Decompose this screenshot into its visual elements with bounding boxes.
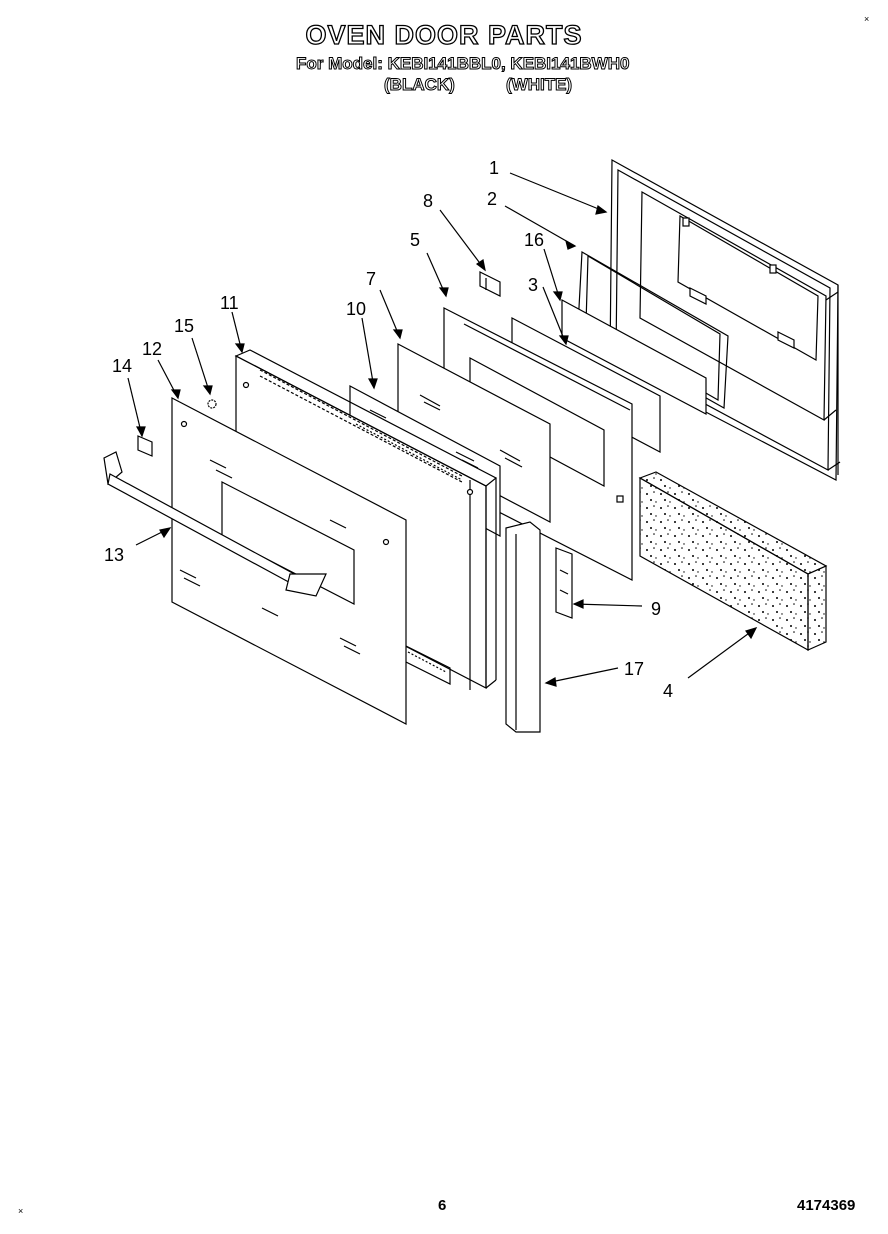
part-8-clip bbox=[479, 271, 501, 297]
part-13-handle bbox=[103, 451, 327, 597]
callout-5: 5 bbox=[410, 230, 420, 250]
corner-mark-top-right: × bbox=[864, 14, 870, 24]
callout-3: 3 bbox=[528, 275, 538, 295]
part-12-outer-glass bbox=[171, 397, 407, 725]
part-15-clip bbox=[207, 399, 217, 409]
variant-white-label: (WHITE) bbox=[505, 75, 573, 95]
callout-9: 9 bbox=[651, 599, 661, 619]
part-16-baffle bbox=[561, 298, 707, 415]
corner-mark-bottom-left: × bbox=[18, 1206, 24, 1216]
part-17-side-trim bbox=[505, 521, 541, 733]
page-number: 6 bbox=[438, 1197, 447, 1214]
model-line: For Model: KEBI141BBL0, KEBI141BWH0 bbox=[295, 54, 630, 74]
part-4-insulation bbox=[638, 471, 828, 652]
part-7-glass bbox=[397, 343, 551, 523]
callout-10: 10 bbox=[346, 299, 366, 319]
callout-4: 4 bbox=[663, 681, 673, 701]
callout-14: 14 bbox=[112, 356, 132, 376]
callout-13: 13 bbox=[104, 545, 124, 565]
page-title: OVEN DOOR PARTS bbox=[305, 19, 583, 50]
document-number: 4174369 bbox=[797, 1197, 856, 1214]
part-9-hinge-bracket bbox=[555, 547, 573, 619]
callout-15: 15 bbox=[174, 316, 194, 336]
variant-black-label: (BLACK) bbox=[384, 75, 456, 95]
callout-2: 2 bbox=[487, 189, 497, 209]
part-1-inner-door-panel bbox=[609, 158, 841, 481]
part-2-door-gasket bbox=[577, 250, 729, 409]
callout-12: 12 bbox=[142, 339, 162, 359]
part-14-bracket bbox=[137, 435, 153, 457]
callout-8: 8 bbox=[423, 191, 433, 211]
callout-7: 7 bbox=[366, 269, 376, 289]
callout-1: 1 bbox=[489, 158, 499, 178]
leader-lines bbox=[127, 172, 758, 687]
callout-11: 11 bbox=[220, 293, 239, 313]
callout-17: 17 bbox=[624, 659, 644, 679]
callout-labels: 1 2 3 4 5 7 8 9 10 11 12 13 14 15 16 17 bbox=[104, 158, 673, 701]
callout-16: 16 bbox=[524, 230, 544, 250]
